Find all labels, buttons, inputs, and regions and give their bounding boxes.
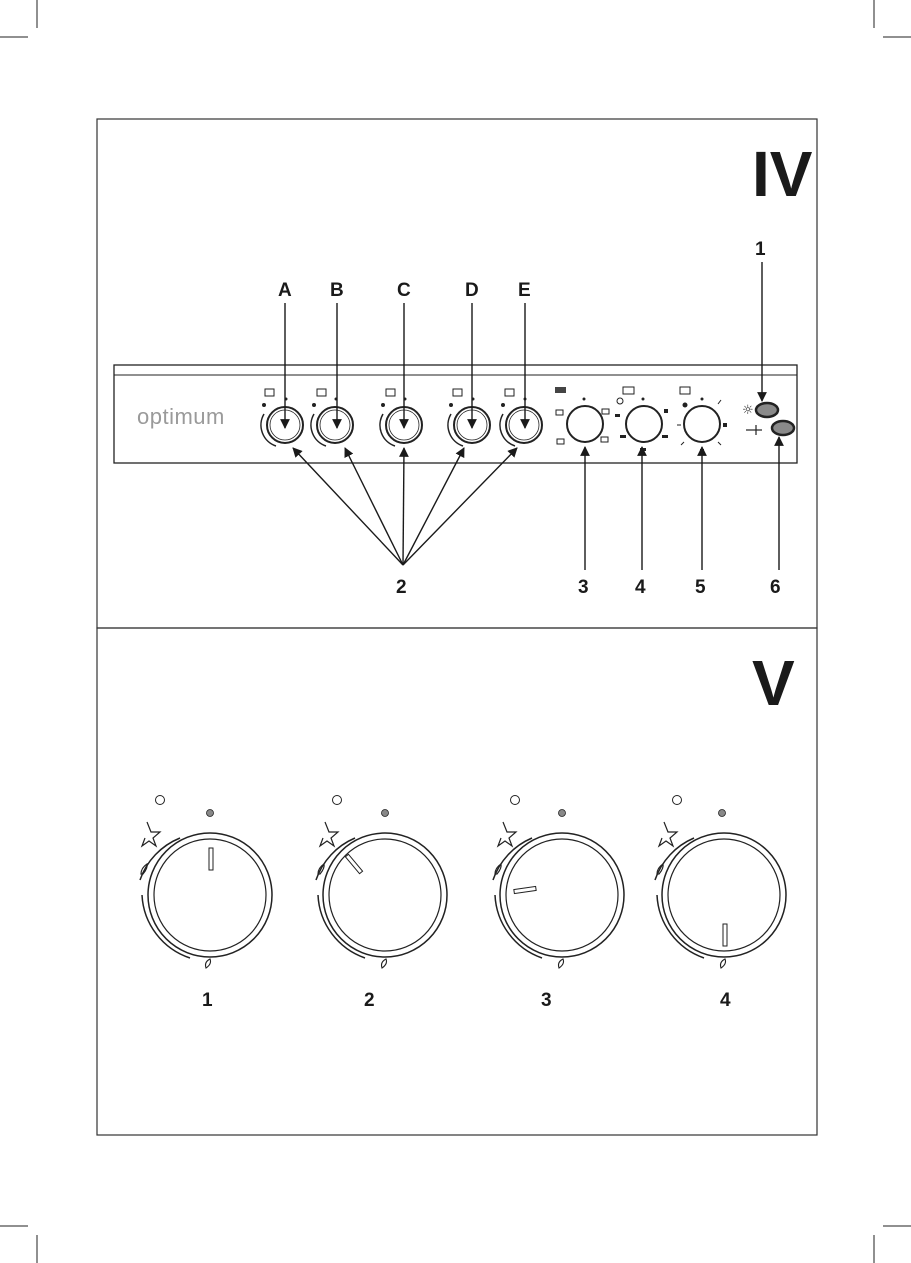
label-1: 1 [755, 239, 766, 260]
label-2: 2 [396, 577, 407, 598]
group-2-arrows [293, 448, 517, 565]
oven-thermostat-knob[interactable] [615, 387, 668, 451]
panel-iv: IV optimum [97, 119, 817, 628]
label-3: 3 [578, 577, 589, 598]
panel-iv-frame [97, 119, 817, 628]
indicator-lamp-1: ☼ [742, 403, 778, 418]
label-5: 5 [695, 577, 706, 598]
panel-iv-title: IV [752, 138, 813, 210]
knob-position-1 [140, 796, 272, 969]
knob-2-label: 2 [364, 990, 375, 1011]
label-c: C [397, 280, 411, 301]
indicator-lamp-6 [746, 421, 794, 435]
label-e: E [518, 280, 531, 301]
knob-3-label: 3 [541, 990, 552, 1011]
burner-knob-e[interactable] [500, 389, 542, 446]
knob-1-label: 1 [202, 990, 213, 1011]
knob-position-2 [316, 796, 447, 969]
panel-v: V 1 2 [97, 628, 817, 1135]
burner-knob-a[interactable] [261, 389, 303, 446]
burner-knob-b[interactable] [311, 389, 353, 446]
knob-position-4 [655, 796, 786, 969]
label-6: 6 [770, 577, 781, 598]
timer-knob[interactable] [677, 387, 727, 452]
brand-logo: optimum [137, 404, 225, 429]
knob-4-label: 4 [720, 990, 731, 1011]
burner-knob-d[interactable] [448, 389, 490, 446]
label-a: A [278, 280, 292, 301]
panel-v-title: V [752, 647, 795, 719]
control-arrows [585, 447, 702, 570]
label-d: D [465, 280, 479, 301]
label-4: 4 [635, 577, 646, 598]
svg-text:☼: ☼ [742, 403, 754, 418]
knob-position-3 [493, 796, 624, 969]
burner-knob-c[interactable] [380, 389, 422, 446]
label-b: B [330, 280, 344, 301]
oven-function-knob[interactable] [555, 387, 609, 444]
